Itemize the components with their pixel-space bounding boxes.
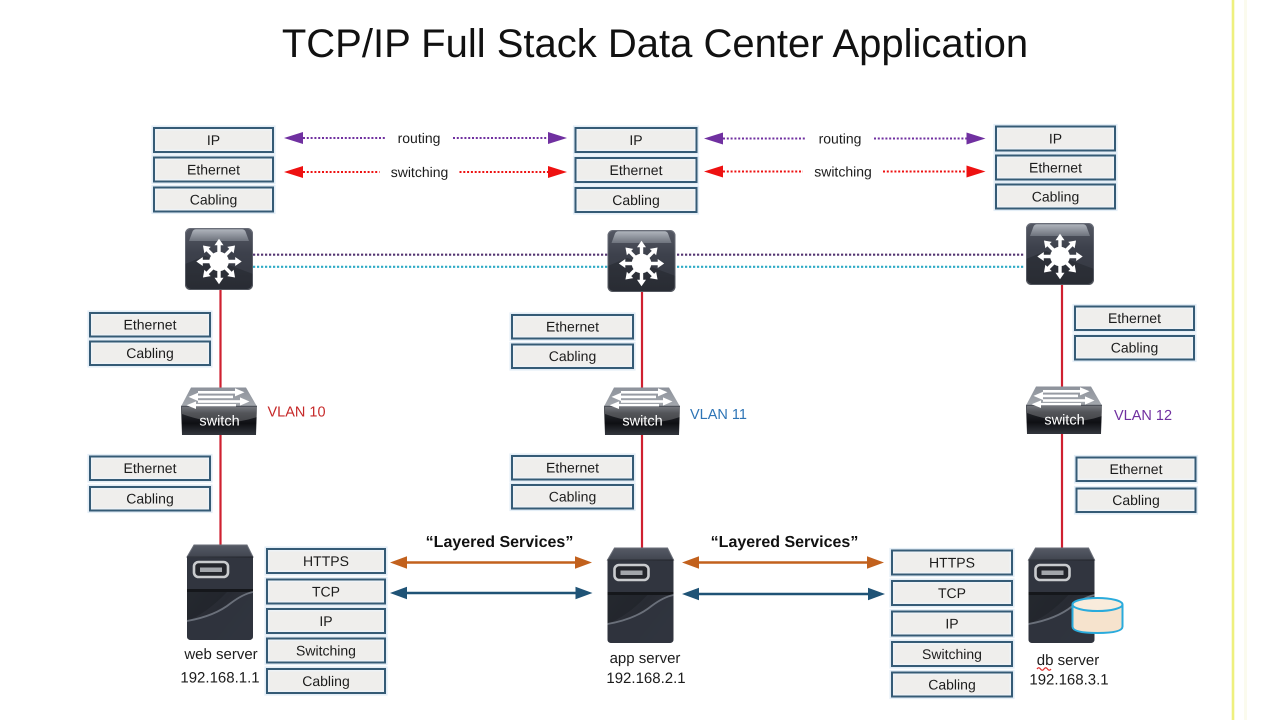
- svg-text:HTTPS: HTTPS: [929, 554, 975, 570]
- svg-text:app server: app server: [610, 650, 681, 667]
- svg-text:Ethernet: Ethernet: [124, 317, 177, 333]
- svg-text:Cabling: Cabling: [549, 489, 596, 505]
- svg-text:Cabling: Cabling: [612, 192, 659, 208]
- svg-text:IP: IP: [945, 615, 958, 631]
- svg-text:VLAN 10: VLAN 10: [268, 405, 326, 421]
- svg-text:Cabling: Cabling: [302, 673, 349, 689]
- svg-text:Cabling: Cabling: [126, 491, 173, 507]
- svg-text:Cabling: Cabling: [126, 345, 173, 361]
- svg-text:Cabling: Cabling: [190, 191, 237, 207]
- svg-text:web server: web server: [183, 646, 257, 663]
- svg-text:Ethernet: Ethernet: [546, 319, 599, 335]
- svg-text:TCP: TCP: [312, 583, 340, 599]
- svg-text:Ethernet: Ethernet: [1110, 461, 1163, 477]
- svg-text:TCP/IP Full Stack Data Center: TCP/IP Full Stack Data Center Applicatio…: [282, 22, 1028, 66]
- svg-text:Cabling: Cabling: [1032, 188, 1079, 204]
- svg-text:IP: IP: [207, 132, 220, 148]
- svg-text:IP: IP: [629, 132, 642, 148]
- svg-text:192.168.3.1: 192.168.3.1: [1029, 672, 1108, 689]
- svg-text:Cabling: Cabling: [549, 348, 596, 364]
- svg-text:Ethernet: Ethernet: [546, 460, 599, 476]
- svg-text:Switching: Switching: [296, 642, 356, 658]
- svg-text:IP: IP: [1049, 130, 1062, 146]
- svg-text:Ethernet: Ethernet: [124, 460, 177, 476]
- svg-text:VLAN 11: VLAN 11: [690, 407, 747, 423]
- svg-text:Ethernet: Ethernet: [610, 162, 663, 178]
- svg-text:routing: routing: [819, 131, 862, 147]
- svg-text:Ethernet: Ethernet: [1029, 159, 1082, 175]
- svg-text:Switching: Switching: [922, 646, 982, 662]
- svg-text:VLAN 12: VLAN 12: [1114, 408, 1172, 424]
- svg-text:Cabling: Cabling: [1111, 340, 1158, 356]
- svg-text:db server: db server: [1037, 652, 1100, 669]
- svg-text:switching: switching: [814, 164, 872, 180]
- svg-text:Ethernet: Ethernet: [1108, 310, 1161, 326]
- svg-text:“Layered Services”: “Layered Services”: [426, 534, 574, 551]
- svg-text:192.168.1.1: 192.168.1.1: [180, 670, 259, 687]
- svg-text:“Layered Services”: “Layered Services”: [711, 534, 859, 551]
- svg-text:TCP: TCP: [938, 585, 966, 601]
- svg-text:HTTPS: HTTPS: [303, 553, 349, 569]
- svg-text:192.168.2.1: 192.168.2.1: [606, 670, 685, 687]
- svg-text:Ethernet: Ethernet: [187, 161, 240, 177]
- svg-text:Cabling: Cabling: [1112, 492, 1159, 508]
- svg-text:IP: IP: [319, 613, 332, 629]
- svg-text:routing: routing: [398, 130, 441, 146]
- svg-text:switching: switching: [391, 164, 449, 180]
- svg-text:Cabling: Cabling: [928, 676, 975, 692]
